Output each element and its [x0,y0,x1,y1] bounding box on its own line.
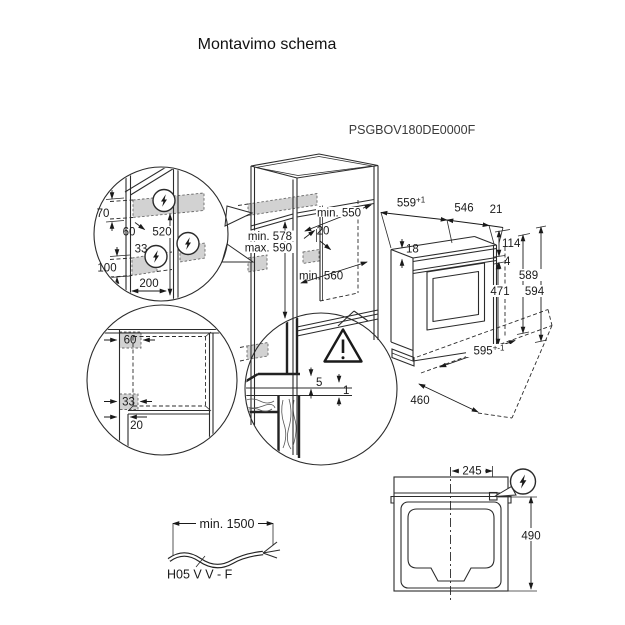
vent-pointer-line [353,310,369,322]
cable-drawing: min. 1500 H05 V V - F [167,514,281,582]
socket-zone-lower [246,341,269,361]
dim-471-label: 471 [490,286,509,298]
dim-114-label: 114 [502,238,521,250]
cable-length-label: min. 1500 [200,517,255,531]
dim-1-label: 1 [343,385,349,397]
dim-520-label: 520 [152,227,171,239]
dim-490-label: 490 [521,531,540,543]
dim-33-label: 33 [122,397,135,409]
dim-min550-label: min. 550 [317,208,361,220]
dim-max590-label: max. 590 [245,243,292,255]
dim-60-label: 60 [123,227,136,239]
dim-546-label: 546 [454,203,473,215]
dim-60-label: 60 [124,335,137,347]
socket-zone-top [247,192,318,217]
detail-circle-bottom-left: 60 33 20 [86,304,238,456]
dim-min560-label: min. 560 [299,271,343,283]
dim-595-label: 595+-1 [474,344,506,358]
product-code: PSGBOV180DE0000F [349,123,476,137]
dim-460-label: 460 [410,395,429,407]
warning-triangle-icon [323,328,363,363]
vent-detail-circle: 5 1 [244,312,398,466]
page-title: Montavimo schema [198,36,337,53]
lightning-bolt-icon [152,188,176,213]
dim-min578-label: min. 578 [248,231,292,243]
dim-5-label: 5 [316,377,322,389]
vent-pointer-line [337,310,355,327]
dim-559-label: 559+1 [397,196,426,210]
detail-circle-top-left: 70 60 520 33 100 200 [93,166,229,302]
dim-70-label: 70 [97,208,110,220]
dim-33-label: 33 [135,244,148,256]
dim-594-label: 594 [525,286,545,298]
socket-zone-niche [302,248,320,265]
socket-zone-left [247,254,268,273]
dim-18-label: 18 [406,244,419,256]
dim-200-label: 200 [139,278,158,290]
detail-pointer-lower [221,243,255,263]
cable-type-label: H05 V V - F [167,568,233,582]
lightning-bolt-icon [509,468,537,495]
dim-245-label: 245 [462,466,481,478]
dim-589-label: 589 [519,270,538,282]
dim-21-label: 21 [490,204,503,216]
dim-100-label: 100 [97,263,116,275]
dim-4-label: 4 [504,256,511,268]
dim-20-label: 20 [317,226,330,238]
lightning-bolt-icon [176,231,200,256]
oven-drawing: 559+1 546 21 18 114 4 589 594 471 595+-1… [380,196,553,419]
top-view-drawing: 245 490 [390,466,544,601]
lightning-bolt-icon [144,244,168,269]
dim-20-label: 20 [130,420,143,432]
